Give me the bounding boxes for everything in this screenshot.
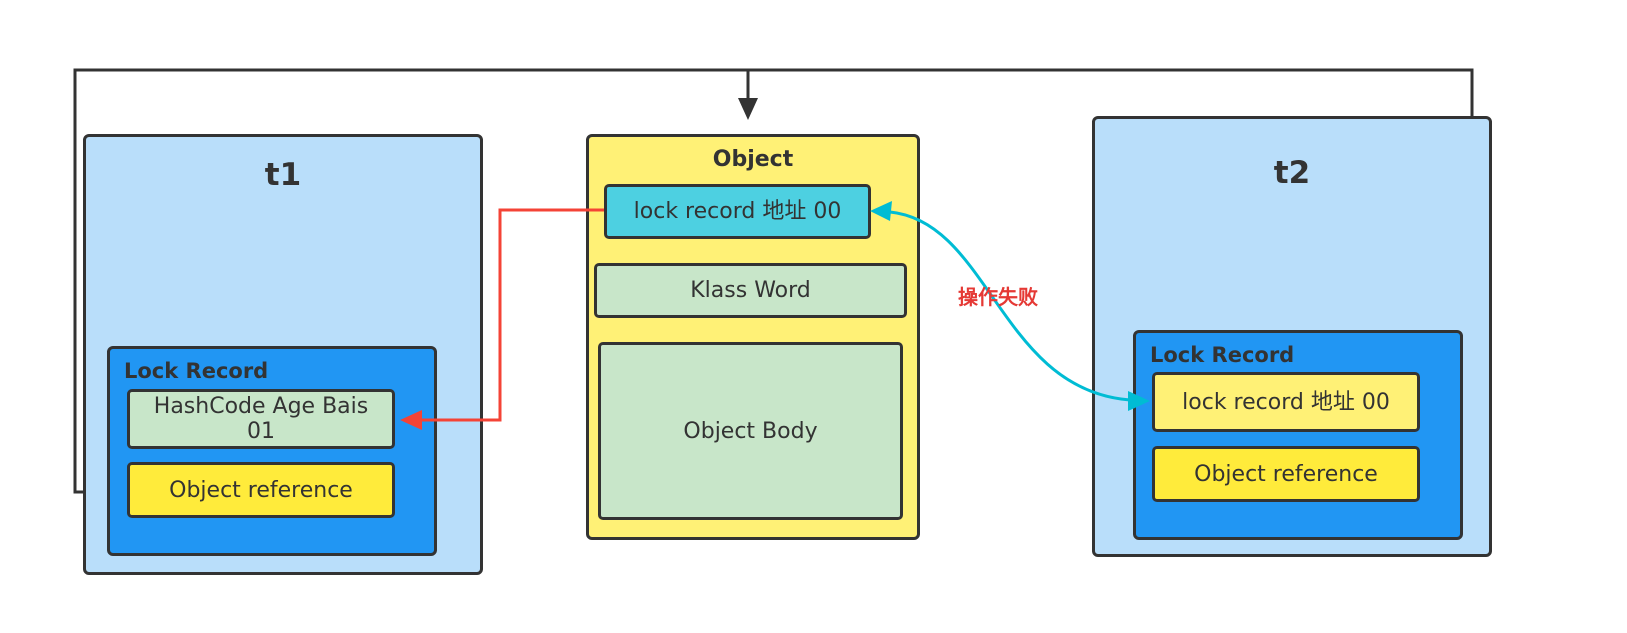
object-mark-word: lock record 地址 00 [604, 184, 871, 239]
object-title: Object [712, 147, 794, 172]
object-klass-word: Klass Word [594, 263, 907, 318]
thread-t1-title: t1 [264, 157, 302, 193]
t1-lock-record: Lock Record [107, 346, 437, 556]
t2-object-reference: Object reference [1152, 446, 1420, 502]
object-reference-arrowhead [738, 98, 758, 120]
t2-lock-record-title: Lock Record [1150, 343, 1295, 367]
t2-lock-record: Lock Record [1133, 330, 1463, 540]
t2-address-cell: lock record 地址 00 [1152, 372, 1420, 432]
t1-object-reference: Object reference [127, 462, 395, 518]
t1-lock-record-title: Lock Record [124, 359, 269, 383]
object-body: Object Body [598, 342, 903, 520]
t1-hashcode-cell: HashCode Age Bais 01 [127, 389, 395, 449]
thread-t2-title: t2 [1273, 155, 1311, 191]
cas-failed-label: 操作失败 [958, 285, 1038, 309]
